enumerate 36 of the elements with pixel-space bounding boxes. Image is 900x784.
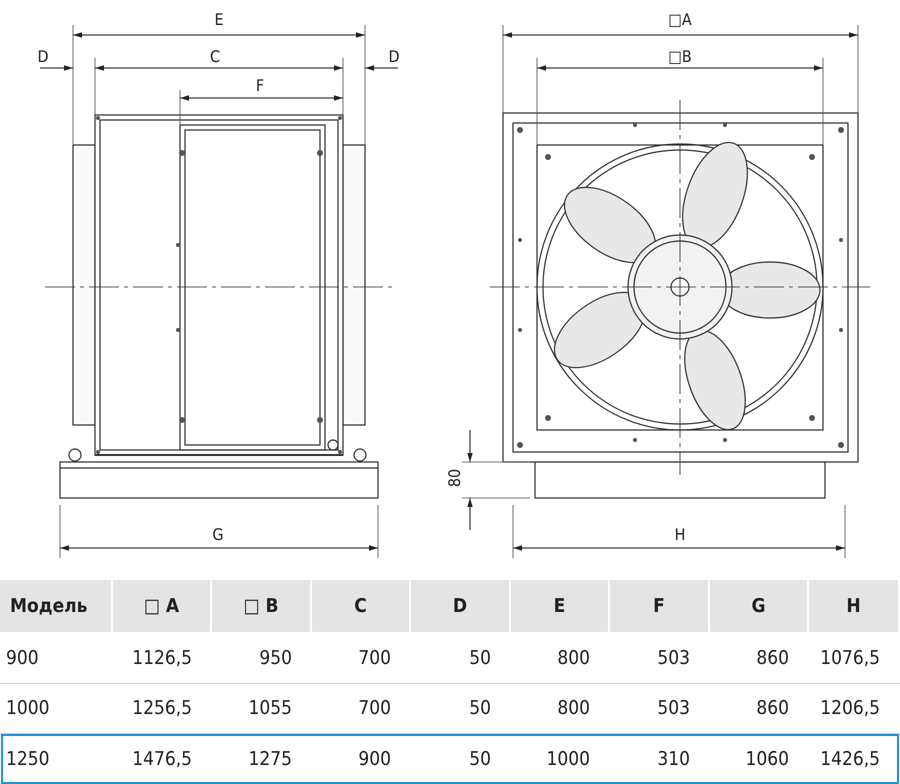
table-header: □ A — [113, 580, 212, 632]
table-cell-text: 1126,5 — [131, 646, 193, 670]
table-header: D — [411, 580, 511, 632]
table-cell-text: 860 — [755, 646, 790, 670]
table-cell-text: 50 — [468, 646, 492, 670]
table-cell-text: 50 — [468, 746, 492, 772]
table-header: C — [312, 580, 411, 632]
table-cell-text: 1060 — [744, 746, 790, 772]
table-cell-text: 1076,5 — [819, 646, 881, 670]
table-header: H — [809, 580, 900, 632]
table-cell-text: 50 — [468, 696, 492, 721]
table-cell-text: 1000 — [546, 746, 591, 772]
table-header: G — [710, 580, 809, 632]
table-cell-text: 1000 — [5, 696, 50, 721]
table-cell-text: 1275 — [248, 746, 293, 772]
table-header: F — [610, 580, 710, 632]
table-cell-text: 1250 — [5, 746, 50, 772]
table-cell-text: 503 — [656, 696, 691, 721]
table-header: □ B — [212, 580, 312, 632]
table-cell-text: 1476,5 — [131, 746, 193, 772]
table-cell-text: 860 — [755, 696, 790, 721]
table-header: Модель — [0, 580, 113, 632]
table-cell-text: 1426,5 — [819, 746, 881, 772]
table-cell-text: 310 — [656, 746, 691, 772]
table-cell-text: 1055 — [248, 696, 293, 721]
table-cell-text: 900 — [357, 746, 392, 772]
table-header: E — [511, 580, 610, 632]
table-cell-text: 800 — [556, 646, 591, 670]
table-cell-text: 900 — [5, 646, 40, 670]
table-cell-text: 700 — [357, 646, 392, 670]
table-cell-text: 800 — [556, 696, 591, 721]
table-cell-text: 700 — [357, 696, 392, 721]
table-cell-text: 1206,5 — [819, 696, 881, 721]
table-cell-text: 503 — [656, 646, 691, 670]
table-cell-text: 1256,5 — [131, 696, 193, 721]
table-cell-text: 950 — [258, 646, 293, 670]
